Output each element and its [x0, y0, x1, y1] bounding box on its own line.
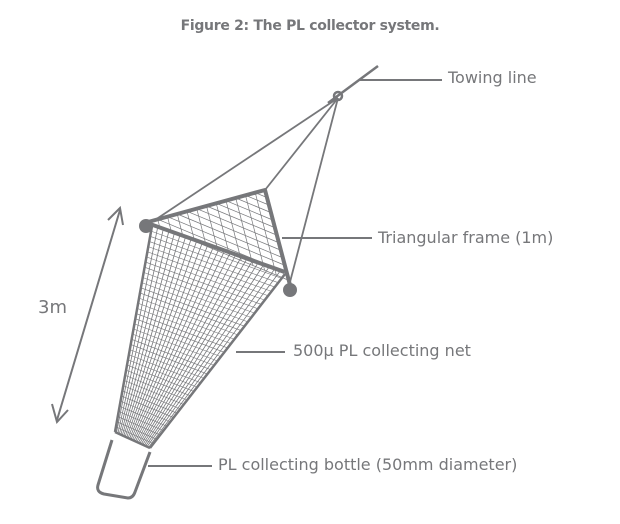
net-mesh-line [125, 369, 191, 397]
net-mesh-line [150, 230, 282, 279]
label-triangular-frame: Triangular frame (1m) [378, 228, 554, 247]
net-mesh-line [129, 349, 205, 379]
frame-mesh-line [167, 216, 285, 266]
net-mesh-line [132, 333, 215, 366]
net-mesh-line [147, 251, 269, 297]
frame-mesh-line [245, 195, 266, 271]
net-mesh-line [145, 261, 262, 305]
net-mesh-line [117, 416, 161, 436]
label-towing-line: Towing line [448, 68, 537, 87]
net-mesh-line [124, 380, 184, 405]
net-mesh-line [149, 241, 275, 288]
frame-mesh-line [196, 208, 279, 243]
net-mesh-line [144, 266, 259, 310]
label-collecting-bottle: PL collecting bottle (50mm diameter) [218, 455, 518, 474]
figure-title: Figure 2: The PL collector system. [180, 18, 440, 34]
net-edge [113, 225, 154, 433]
bridle-lines [154, 97, 339, 283]
frame-mesh-line [254, 192, 277, 276]
net-mesh-line [133, 328, 218, 362]
net-edge [114, 430, 151, 450]
net-mesh-line [119, 405, 167, 427]
frame-mesh-line [196, 208, 207, 247]
leader-lines [148, 79, 442, 467]
net-mesh-line [120, 400, 171, 423]
label-length: 3m [38, 297, 67, 318]
dimension-arrow [51, 205, 124, 425]
net-mesh-line [150, 236, 279, 283]
net-mesh-line [141, 282, 248, 323]
label-collecting-net: 500µ PL collecting net [293, 341, 471, 360]
net-mesh-line [136, 313, 228, 349]
net-mesh-line [134, 323, 221, 357]
net-mesh-line [125, 375, 188, 401]
net-mesh-line [131, 339, 211, 370]
net-mesh-line [138, 297, 238, 336]
net-mesh-line [128, 354, 201, 384]
net-mesh-line [148, 246, 272, 292]
net-mesh-line [135, 318, 225, 353]
triangular-frame [139, 188, 297, 297]
net-mesh-line [118, 411, 164, 431]
net-mesh-line [123, 385, 181, 410]
net-mesh-line [130, 344, 208, 375]
net-mesh-line [121, 395, 174, 418]
net-mesh-line [137, 308, 232, 344]
frame-mesh-line [176, 213, 184, 237]
net-mesh-line [140, 287, 245, 327]
net-mesh-line [126, 364, 194, 392]
net-edge [149, 273, 286, 449]
collecting-bottle [96, 439, 152, 500]
towing-line [327, 64, 379, 105]
net-mesh-line [116, 421, 157, 440]
net-mesh-line [138, 302, 235, 340]
net-mesh-line [139, 292, 242, 331]
frame-mesh-line [177, 213, 283, 258]
frame-mesh-line [186, 211, 281, 251]
frame-weight-left [139, 219, 153, 233]
frame-mesh-line [215, 203, 231, 256]
net-mesh-line [143, 272, 255, 314]
net-mesh-line [146, 256, 265, 301]
frame-mesh-line [235, 197, 254, 266]
frame-weight-right [283, 283, 297, 297]
net-mesh-line [142, 277, 252, 318]
net-mesh-line [127, 359, 198, 388]
collecting-net [113, 189, 289, 450]
frame-mesh-line [216, 203, 275, 228]
net-mesh-line [115, 426, 154, 444]
frame-mesh-line [235, 197, 271, 213]
net-mesh-line [122, 390, 178, 414]
